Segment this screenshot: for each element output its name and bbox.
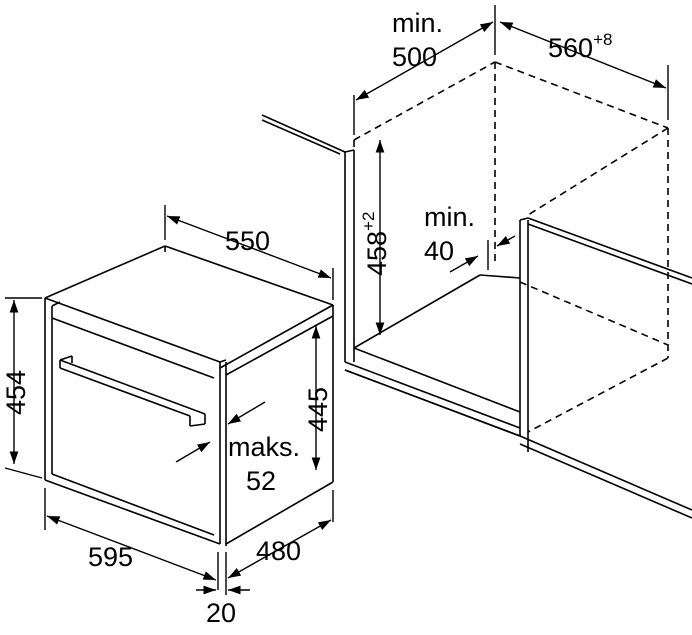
label-device-height-front: 454 <box>1 370 31 415</box>
label-niche-width-value: 560 <box>548 33 593 63</box>
label-device-depth-top: 550 <box>225 226 270 256</box>
label-device-width: 595 <box>88 542 133 572</box>
label-min-depth-prefix: min. <box>392 8 443 38</box>
label-niche-height-tolerance: +2 <box>359 212 378 231</box>
dimension-labels: min. 500 560+8 458+2 min. 40 550 454 445… <box>1 8 612 628</box>
label-niche-height: 458+2 <box>359 212 392 276</box>
label-min-gap-prefix: min. <box>424 202 475 232</box>
dimension-lines <box>4 5 669 595</box>
label-min-depth-value: 500 <box>392 42 437 72</box>
cabinet-niche <box>261 61 692 519</box>
label-device-depth-body: 480 <box>256 536 301 566</box>
oven-device <box>44 245 334 546</box>
label-min-gap-value: 40 <box>424 236 454 266</box>
label-max-value: 52 <box>246 466 276 496</box>
label-niche-width: 560+8 <box>548 30 612 63</box>
label-niche-height-value: 458 <box>362 231 392 276</box>
label-niche-width-tolerance: +8 <box>593 30 612 49</box>
label-device-height-body: 445 <box>303 387 333 432</box>
label-max-prefix: maks. <box>228 432 300 462</box>
label-front-offset: 20 <box>206 598 236 628</box>
